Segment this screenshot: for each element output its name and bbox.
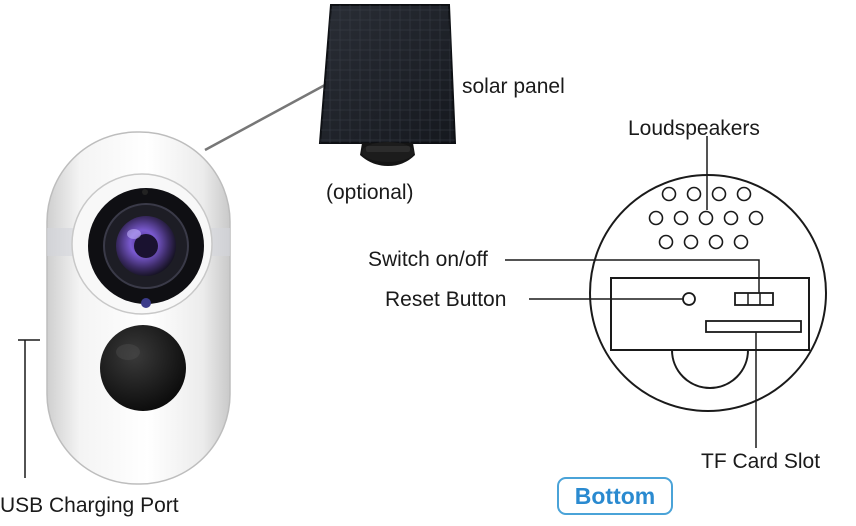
tf-card-slot <box>705 320 802 333</box>
speaker-hole <box>648 210 664 226</box>
panel-connector-line <box>204 83 326 152</box>
speaker-hole <box>733 234 749 250</box>
power-switch <box>734 292 774 306</box>
optional-label: (optional) <box>326 181 414 204</box>
compartment <box>610 277 810 351</box>
solar-panel-image <box>318 4 457 166</box>
speaker-hole <box>708 234 724 250</box>
speaker-hole <box>698 210 714 226</box>
speaker-hole <box>661 186 677 202</box>
speaker-hole <box>686 186 702 202</box>
speaker-hole <box>723 210 739 226</box>
bottom-badge: Bottom <box>557 477 673 515</box>
speaker-hole <box>673 210 689 226</box>
switch-leader <box>505 259 760 293</box>
solar-panel-label: solar panel <box>462 75 565 98</box>
speaker-hole <box>658 234 674 250</box>
speaker-holes <box>648 186 764 250</box>
speaker-hole <box>736 186 752 202</box>
reset-button-label: Reset Button <box>385 288 507 311</box>
bottom-view <box>589 174 827 412</box>
speaker-hole <box>711 186 727 202</box>
usb-charging-port-label: USB Charging Port <box>0 494 179 517</box>
tf-card-slot-label: TF Card Slot <box>701 450 821 473</box>
camera-image <box>46 131 231 485</box>
loudspeakers-label: Loudspeakers <box>628 117 760 140</box>
switch-label: Switch on/off <box>368 248 488 271</box>
speaker-hole <box>748 210 764 226</box>
speaker-hole <box>683 234 699 250</box>
